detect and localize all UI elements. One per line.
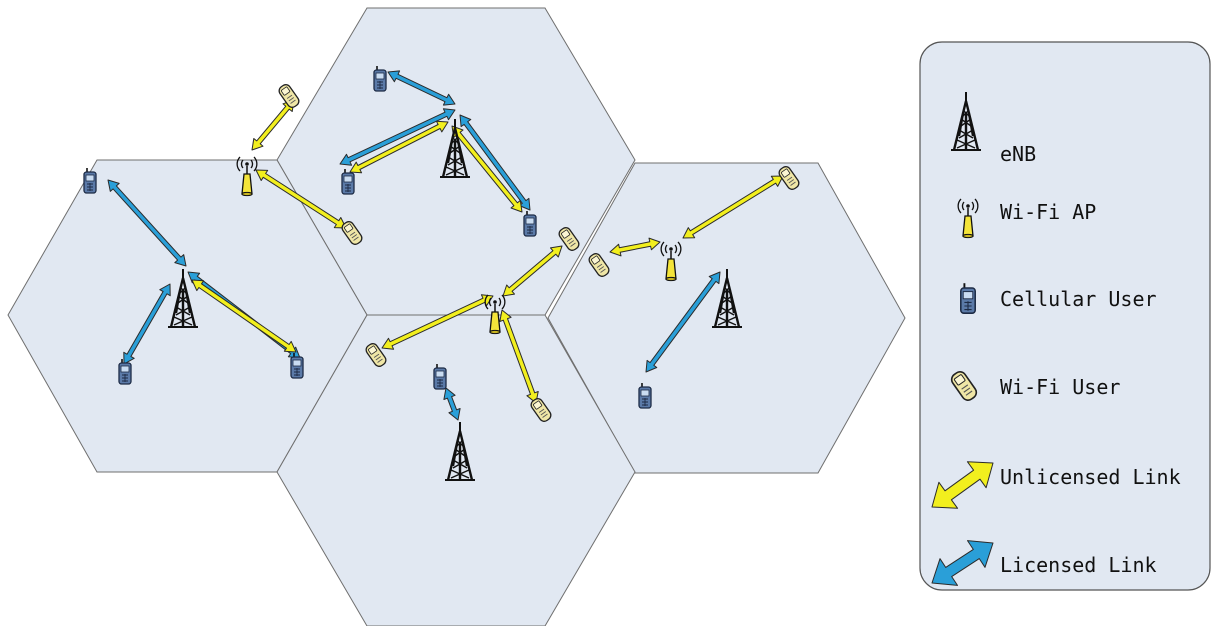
legend-item-licensed-link: Licensed Link <box>931 540 1157 586</box>
cell-grid <box>7 7 906 626</box>
cellular-user-icon <box>341 168 355 195</box>
cellular-user-icon <box>83 167 97 194</box>
licensed-link <box>459 114 531 211</box>
unlicensed-link <box>502 245 563 297</box>
wifi-user-icon <box>276 82 302 110</box>
unlicensed-link <box>451 125 523 213</box>
cellular-user-icon <box>290 352 304 379</box>
legend-label-enb: eNB <box>1000 142 1036 166</box>
unlicensed-link-arrow <box>931 461 994 509</box>
licensed-link <box>443 387 461 421</box>
legend-item-unlicensed-link: Unlicensed Link <box>931 461 1181 509</box>
unlicensed-link <box>191 279 297 353</box>
legend-item-wifi-ap: Wi-Fi AP <box>957 198 1096 239</box>
legend-label-licensed-link: Licensed Link <box>1000 553 1157 577</box>
cellular-user-icon <box>638 382 652 409</box>
licensed-link <box>645 271 721 373</box>
licensed-link-icon <box>931 540 994 586</box>
links-layer <box>107 70 784 421</box>
unlicensed-link <box>349 120 449 174</box>
licensed-link <box>339 108 456 166</box>
legend-box <box>919 41 1211 591</box>
cell-bottom <box>276 314 636 626</box>
legend-item-enb: eNB <box>949 90 1036 166</box>
cellular-user-icon <box>959 282 977 315</box>
legend-item-wifi-user: Wi-Fi User <box>948 368 1120 404</box>
cellular-user-icon <box>373 65 387 92</box>
cellular-user-icon <box>433 363 447 390</box>
licensed-link <box>387 70 456 106</box>
unlicensed-link-icon <box>931 461 994 509</box>
licensed-link-arrow <box>931 540 994 586</box>
unlicensed-link <box>609 237 661 257</box>
legend: eNB Wi-Fi AP Cellular User Wi-Fi User Un… <box>919 41 1211 591</box>
licensed-link <box>107 179 187 267</box>
cellular-user-icon <box>523 210 537 237</box>
legend-label-wifi-ap: Wi-Fi AP <box>1000 200 1096 224</box>
legend-label-unlicensed-link: Unlicensed Link <box>1000 465 1181 489</box>
cellular-user-icon <box>118 358 132 385</box>
legend-item-cellular-user: Cellular User <box>959 282 1157 315</box>
legend-label-wifi-user: Wi-Fi User <box>1000 375 1120 399</box>
legend-label-cellular-user: Cellular User <box>1000 287 1157 311</box>
